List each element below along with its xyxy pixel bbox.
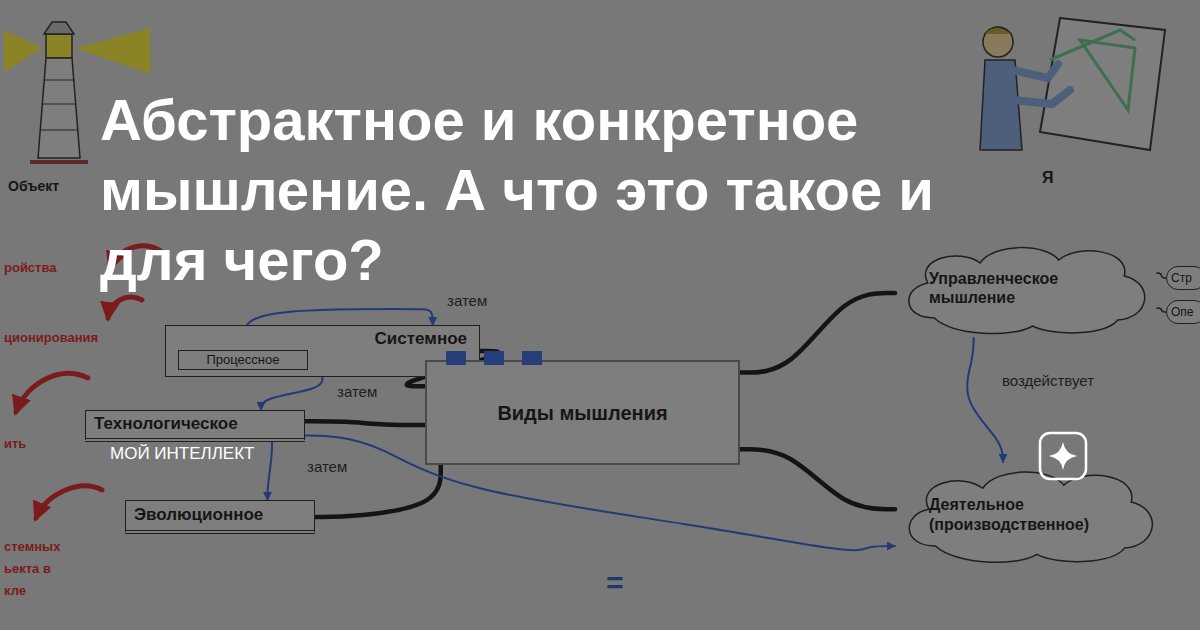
- hair: [984, 27, 1012, 34]
- connector-label: затем: [305, 458, 349, 475]
- mind-map-box: Технологическое: [85, 410, 305, 442]
- triangle-ruler: [1080, 40, 1135, 110]
- cloud-shape: [909, 472, 1152, 562]
- connector: [261, 377, 323, 410]
- connector: [305, 421, 425, 425]
- node-text: Деятельное (производственное): [929, 495, 1131, 533]
- red-note: ить: [4, 436, 26, 452]
- lighthouse-base: [30, 160, 88, 164]
- blue-square: [446, 351, 466, 365]
- head: [983, 27, 1013, 57]
- node-text: Технологическое: [94, 414, 238, 434]
- connector: [740, 293, 895, 373]
- lighthouse-roof: [44, 22, 74, 34]
- cloud-shape: [909, 248, 1145, 334]
- oval-tag: Опе: [1166, 300, 1200, 324]
- star-icon: [1040, 433, 1086, 479]
- node-text: Системное: [375, 329, 467, 349]
- node-text: Процессное: [207, 352, 280, 368]
- connector-label: воздействует: [1000, 372, 1096, 389]
- cloud-outline: [895, 238, 1157, 338]
- lighthouse-tower: [38, 58, 80, 158]
- cloud-outline: [895, 462, 1165, 567]
- connector: [1157, 273, 1166, 278]
- connector: [268, 442, 273, 500]
- red-arrow: [36, 486, 102, 518]
- red-note: стемных ьекта в кле: [4, 536, 70, 602]
- node-text: Виды мышления: [497, 401, 667, 425]
- node-text: Управленческое мышление: [929, 269, 1123, 307]
- oval-tag: Стр: [1166, 266, 1200, 290]
- thought-cloud: Управленческое мышление: [895, 238, 1157, 338]
- node-text: Стр: [1171, 271, 1192, 285]
- node-text: Опе: [1171, 305, 1194, 319]
- connector: [740, 449, 895, 509]
- figure-label: Объект: [8, 178, 59, 195]
- equals-sign: =: [606, 565, 624, 601]
- red-arrow: [16, 373, 88, 412]
- connector: [1157, 308, 1166, 312]
- figure-label: Я: [1042, 168, 1054, 187]
- arm: [1012, 64, 1058, 78]
- engineer-figure: [980, 18, 1165, 150]
- arm: [1014, 90, 1070, 104]
- article-title: Абстрактное и конкретное мышление. А что…: [100, 85, 1040, 295]
- red-arrow: [108, 297, 142, 318]
- central-box: Виды мышления: [425, 360, 740, 465]
- star: [1049, 442, 1077, 470]
- blue-square: [522, 351, 542, 365]
- lamp: [46, 34, 72, 58]
- drafting-arm: [1050, 30, 1135, 60]
- icon-frame: [1040, 433, 1086, 479]
- tower-rings: [40, 80, 78, 130]
- thought-cloud: Деятельное (производственное): [895, 462, 1165, 567]
- mind-map-box: Процессное: [178, 350, 308, 370]
- red-note: ройства: [4, 260, 57, 276]
- connector-label: затем: [445, 292, 489, 309]
- connector: [967, 338, 1003, 462]
- light-beam: [76, 28, 150, 74]
- channel-name: МОЙ ИНТЕЛЛЕКТ: [110, 444, 254, 464]
- blue-square: [484, 351, 504, 365]
- mind-map-box: Эволюционное: [125, 500, 315, 534]
- red-note: ционирования: [4, 330, 98, 346]
- connector-label: затем: [335, 383, 379, 400]
- light-beam: [4, 30, 42, 72]
- node-text: Эволюционное: [134, 505, 263, 525]
- drawing-board: [1040, 18, 1165, 150]
